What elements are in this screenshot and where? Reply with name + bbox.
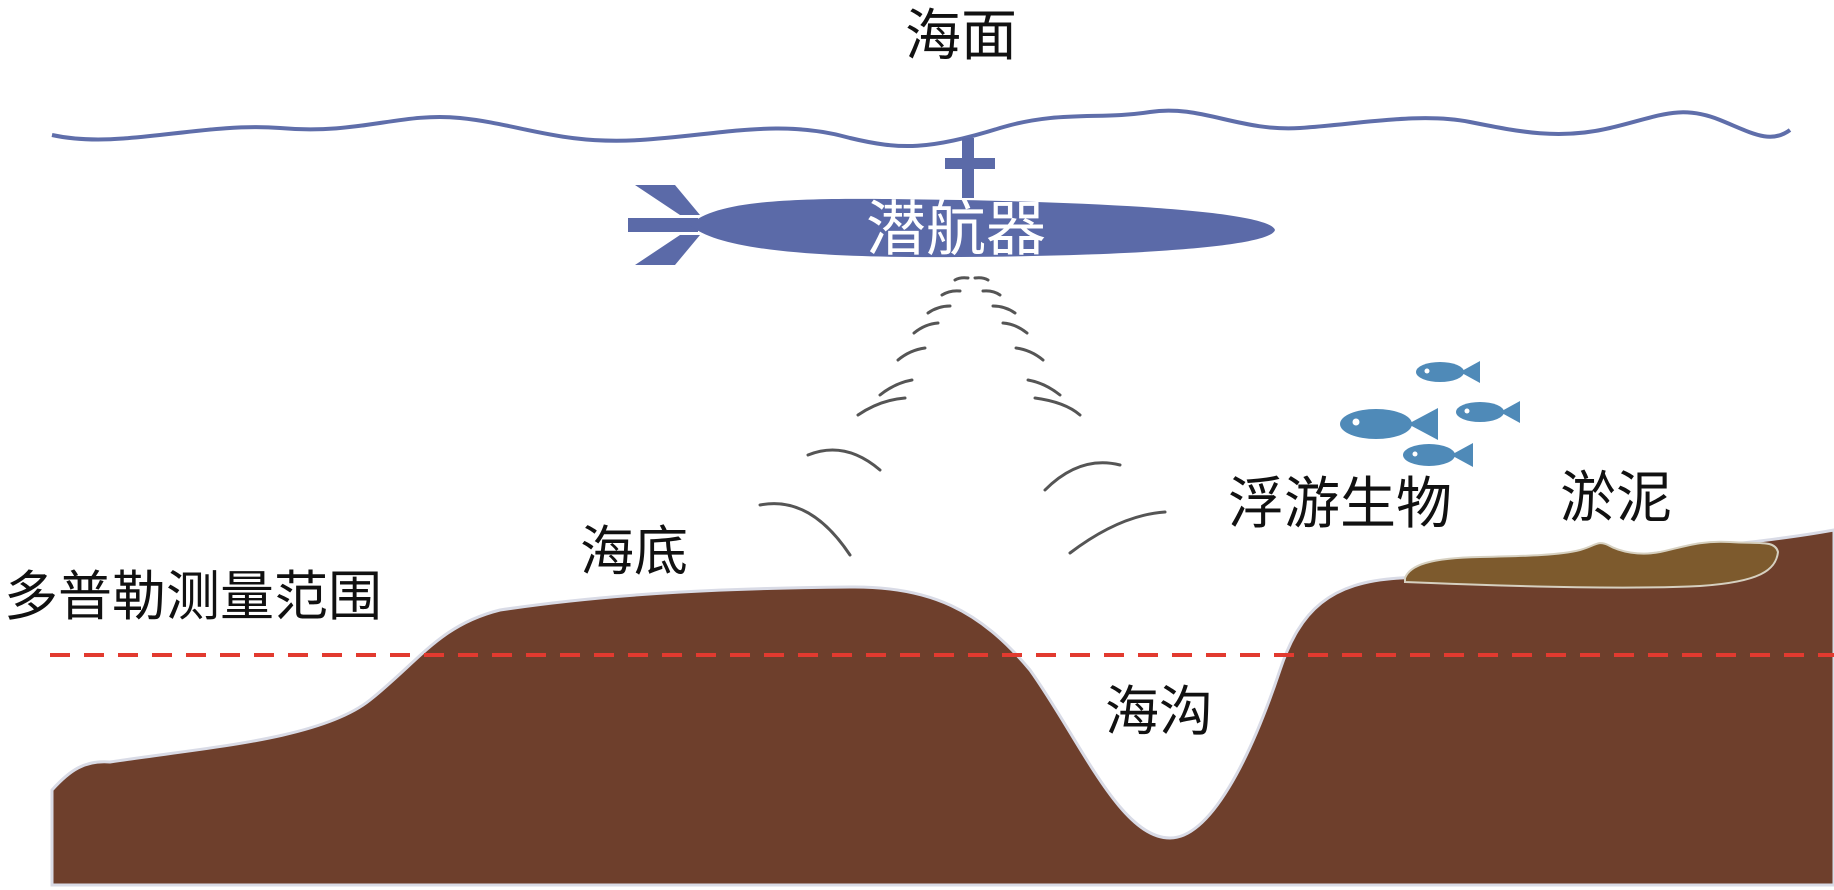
trench-label: 海沟	[1105, 680, 1213, 743]
silt-deposit	[1404, 540, 1780, 589]
sea-surface-label: 海面	[905, 4, 1017, 69]
plankton-label: 浮游生物	[1228, 472, 1452, 537]
doppler-beam-left	[758, 276, 970, 557]
seabed-label: 海底	[580, 520, 688, 583]
silt-label: 淤泥	[1560, 466, 1672, 531]
submarine-icon	[628, 138, 1275, 265]
sea-surface-wave	[51, 108, 1792, 148]
doppler-beam-right	[973, 276, 1167, 555]
fish-icon	[1340, 361, 1520, 467]
doppler-range-label: 多普勒测量范围	[4, 565, 382, 628]
vehicle-label: 潜航器	[866, 195, 1046, 265]
